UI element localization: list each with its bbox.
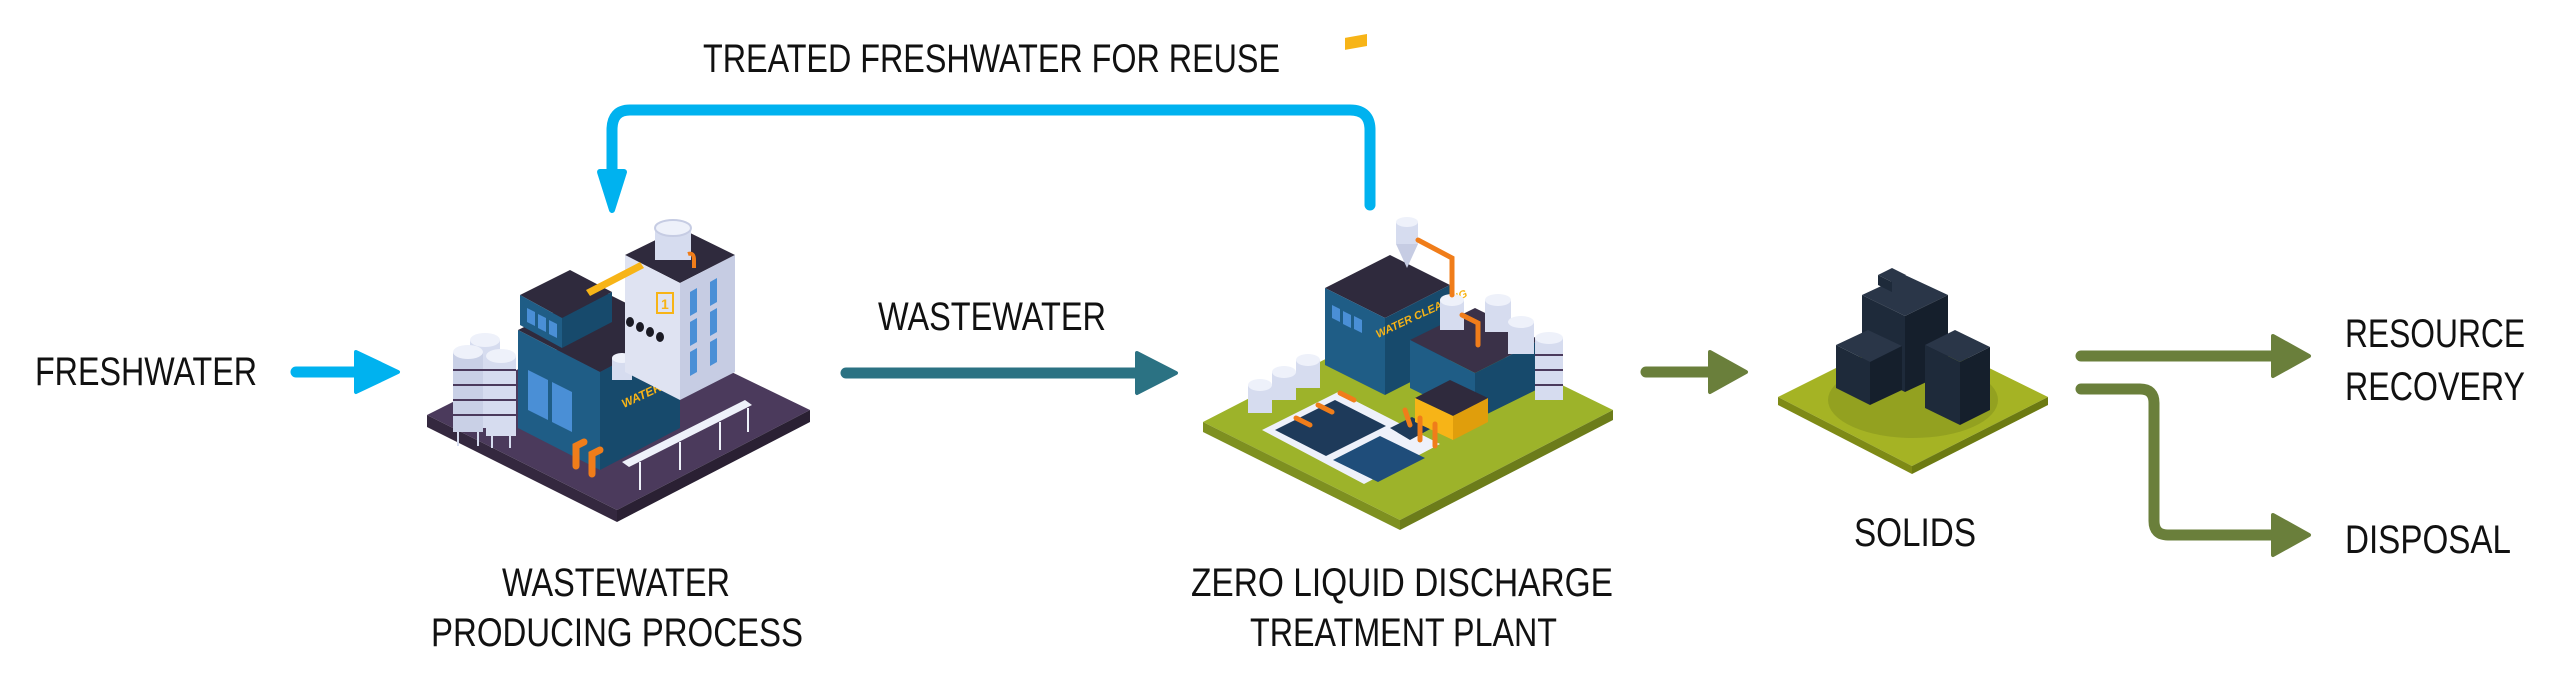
label-resource-recovery-line1: RESOURCE — [2345, 312, 2525, 356]
label-plant-line2: TREATMENT PLANT — [1250, 611, 1557, 655]
label-disposal: DISPOSAL — [2345, 518, 2511, 562]
label-treated-freshwater-for-reuse: TREATED FRESHWATER FOR REUSE — [703, 37, 1280, 81]
settling-basins-icon — [1262, 392, 1440, 484]
disposal-arrow — [2075, 383, 2311, 557]
label-wastewater-flow: WASTEWATER — [878, 295, 1106, 339]
resource-recovery-arrow — [2075, 334, 2311, 378]
process-building-illustration: WATER CLEANING 1 — [427, 219, 810, 522]
label-process-line2: PRODUCING PROCESS — [431, 611, 803, 655]
storage-tanks-icon — [1248, 354, 1320, 413]
reuse-loop-arrow — [597, 104, 1376, 213]
freshwater-arrow — [290, 350, 400, 394]
label-resource-recovery-line2: RECOVERY — [2345, 365, 2525, 409]
label-plant-line1: ZERO LIQUID DISCHARGE — [1191, 561, 1613, 605]
solids-illustration — [1778, 268, 2048, 474]
silo-tanks-icon — [453, 333, 516, 448]
treatment-plant-illustration: WATER CLEANING — [1203, 33, 1613, 530]
label-freshwater: FRESHWATER — [35, 350, 257, 394]
label-process-line1: WASTEWATER — [502, 561, 730, 605]
floor-number: 1 — [661, 296, 669, 312]
label-solids: SOLIDS — [1854, 511, 1976, 555]
wastewater-arrow — [840, 351, 1178, 395]
solids-arrow — [1640, 350, 1748, 394]
